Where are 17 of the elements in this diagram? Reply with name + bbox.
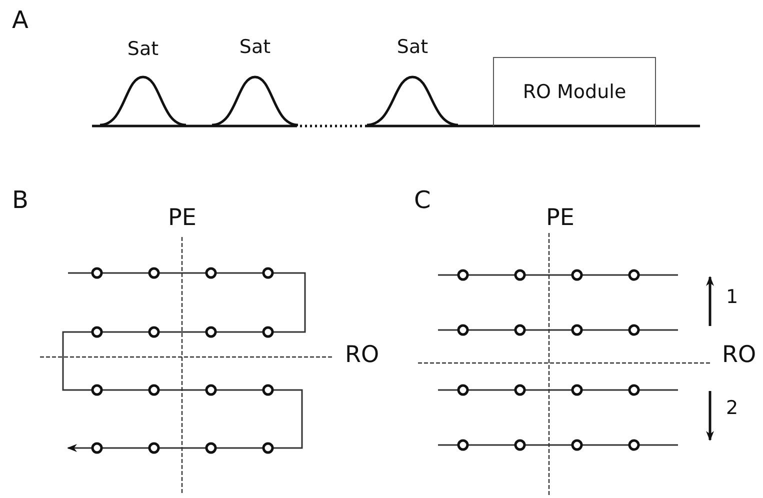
panel-label: C [414, 188, 431, 212]
saturation-pulse [98, 40, 188, 127]
panel-label: B [12, 188, 28, 212]
direction-number: 2 [726, 399, 738, 418]
direction-number: 1 [726, 288, 738, 307]
saturation-pulse [365, 38, 460, 127]
readout-module-box [493, 57, 656, 126]
axis-label: PE [546, 207, 574, 230]
pulse-label: Sat [238, 38, 272, 57]
axis-label: RO [722, 344, 756, 367]
saturation-pulse [210, 38, 300, 127]
axis-label: PE [168, 207, 196, 230]
axis-label: RO [345, 344, 380, 367]
pulse-label: Sat [126, 40, 160, 59]
module-label: RO Module [522, 81, 626, 103]
pulse-label: Sat [396, 38, 430, 57]
panel-label: A [12, 8, 28, 32]
